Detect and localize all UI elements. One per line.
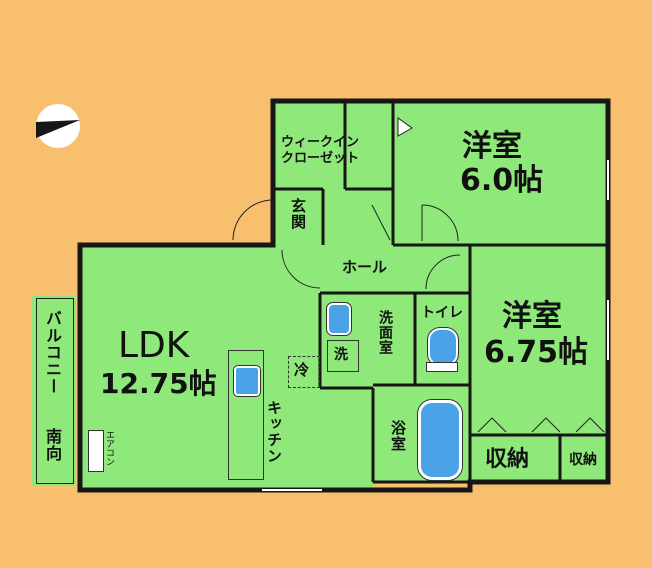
western-room-1-name: 洋室 (462, 129, 522, 164)
kitchen-sink (234, 366, 260, 396)
kitchen-area (323, 385, 373, 490)
hall-label: ホール (342, 258, 388, 276)
aircon-label: エアコン (104, 430, 114, 466)
entrance-label: 玄関 (289, 198, 307, 230)
balcony-area (32, 296, 76, 486)
fridge-label: 冷 (294, 361, 310, 379)
wash-basin (327, 303, 351, 335)
ldk-size: 12.75帖 (100, 367, 217, 400)
storage-1-room (470, 435, 560, 482)
western-room-1 (393, 101, 608, 245)
ldk-name: LDK (118, 325, 190, 366)
storage-2-room (560, 435, 608, 482)
western-room-2-name: 洋室 (502, 299, 562, 334)
orientation-label: 南向 (43, 428, 62, 462)
aircon-unit (88, 430, 104, 472)
walk-in-closet-label-1: ウィークイン (281, 135, 360, 150)
kitchen-label: キッチン (265, 400, 283, 464)
storage-1-label: 収納 (485, 447, 530, 472)
hall-corridor (323, 189, 393, 249)
western-room-1-size: 6.0帖 (460, 163, 544, 198)
western-room-2-size: 6.75帖 (484, 335, 589, 370)
toilet-label: トイレ (421, 305, 463, 321)
washroom-label: 洗面室 (377, 310, 393, 355)
ldk-room (80, 245, 323, 490)
western-room-2 (470, 245, 608, 435)
toilet-tank (426, 362, 458, 372)
walk-in-closet-label-2: クローゼット (281, 151, 360, 166)
fridge-space (288, 356, 320, 388)
bath-label: 浴室 (389, 420, 407, 452)
entrance-room (273, 189, 323, 245)
storage-2-label: 収納 (569, 452, 597, 468)
balcony-inner-line (36, 298, 74, 484)
balcony-label: バルコニー (43, 310, 62, 395)
washer-space (327, 340, 359, 372)
walk-in-closet-room (273, 101, 393, 189)
bathtub (418, 400, 462, 480)
washer-label: 洗 (334, 347, 348, 363)
